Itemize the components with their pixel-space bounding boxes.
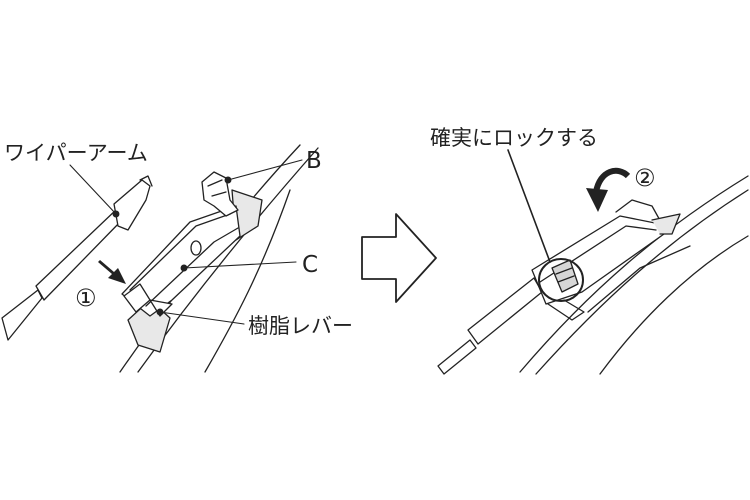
clip-adapter	[121, 171, 263, 353]
leader-line-lock	[507, 149, 551, 263]
label-b: B	[306, 148, 322, 174]
wiper-arm	[1, 175, 153, 341]
lock-highlight-circle	[538, 258, 584, 302]
right-step-illustration	[437, 149, 749, 375]
label-c: C	[302, 252, 318, 278]
step-2-marker: ②	[634, 164, 656, 192]
label-wiper-arm: ワイパーアーム	[4, 141, 148, 165]
pointer-arrow-icon	[98, 260, 126, 284]
curved-arrow-icon	[586, 167, 631, 212]
right-arrow-icon	[361, 213, 437, 303]
locked-adapter	[531, 199, 681, 321]
windshield-lines-right	[519, 175, 749, 375]
left-step-illustration	[1, 144, 319, 373]
step-1-marker: ①	[75, 284, 97, 312]
label-resin-lever: 樹脂レバー	[248, 314, 353, 338]
wiper-arm-installed	[437, 277, 543, 375]
leader-lines-left	[69, 159, 303, 325]
label-lock-securely: 確実にロックする	[430, 126, 598, 150]
